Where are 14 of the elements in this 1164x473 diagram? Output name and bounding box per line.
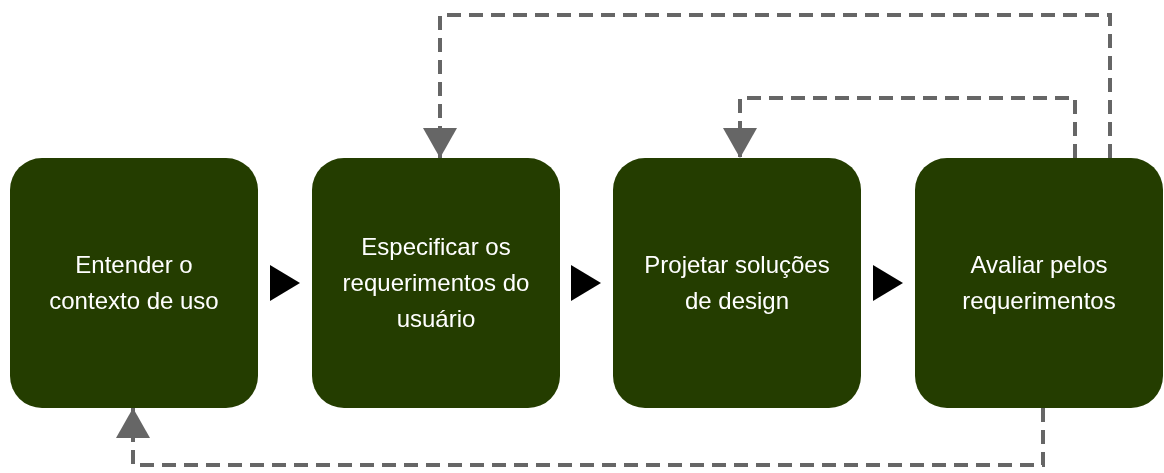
arrow bbox=[873, 265, 903, 301]
step-label: Entender o contexto de uso bbox=[48, 250, 220, 316]
arrow bbox=[116, 408, 1045, 467]
arrow bbox=[723, 96, 1077, 158]
step-label: Especificar os requerimentos do usuário bbox=[341, 232, 531, 334]
process-box bbox=[312, 158, 560, 408]
process-box bbox=[10, 158, 258, 408]
step-label: Avaliar pelos requerimentos bbox=[961, 250, 1117, 316]
arrow bbox=[270, 265, 300, 301]
process-box bbox=[613, 158, 861, 408]
step-label: Projetar soluções de design bbox=[643, 250, 831, 316]
arrow bbox=[571, 265, 601, 301]
arrow bbox=[423, 13, 1112, 158]
process-box bbox=[915, 158, 1163, 408]
